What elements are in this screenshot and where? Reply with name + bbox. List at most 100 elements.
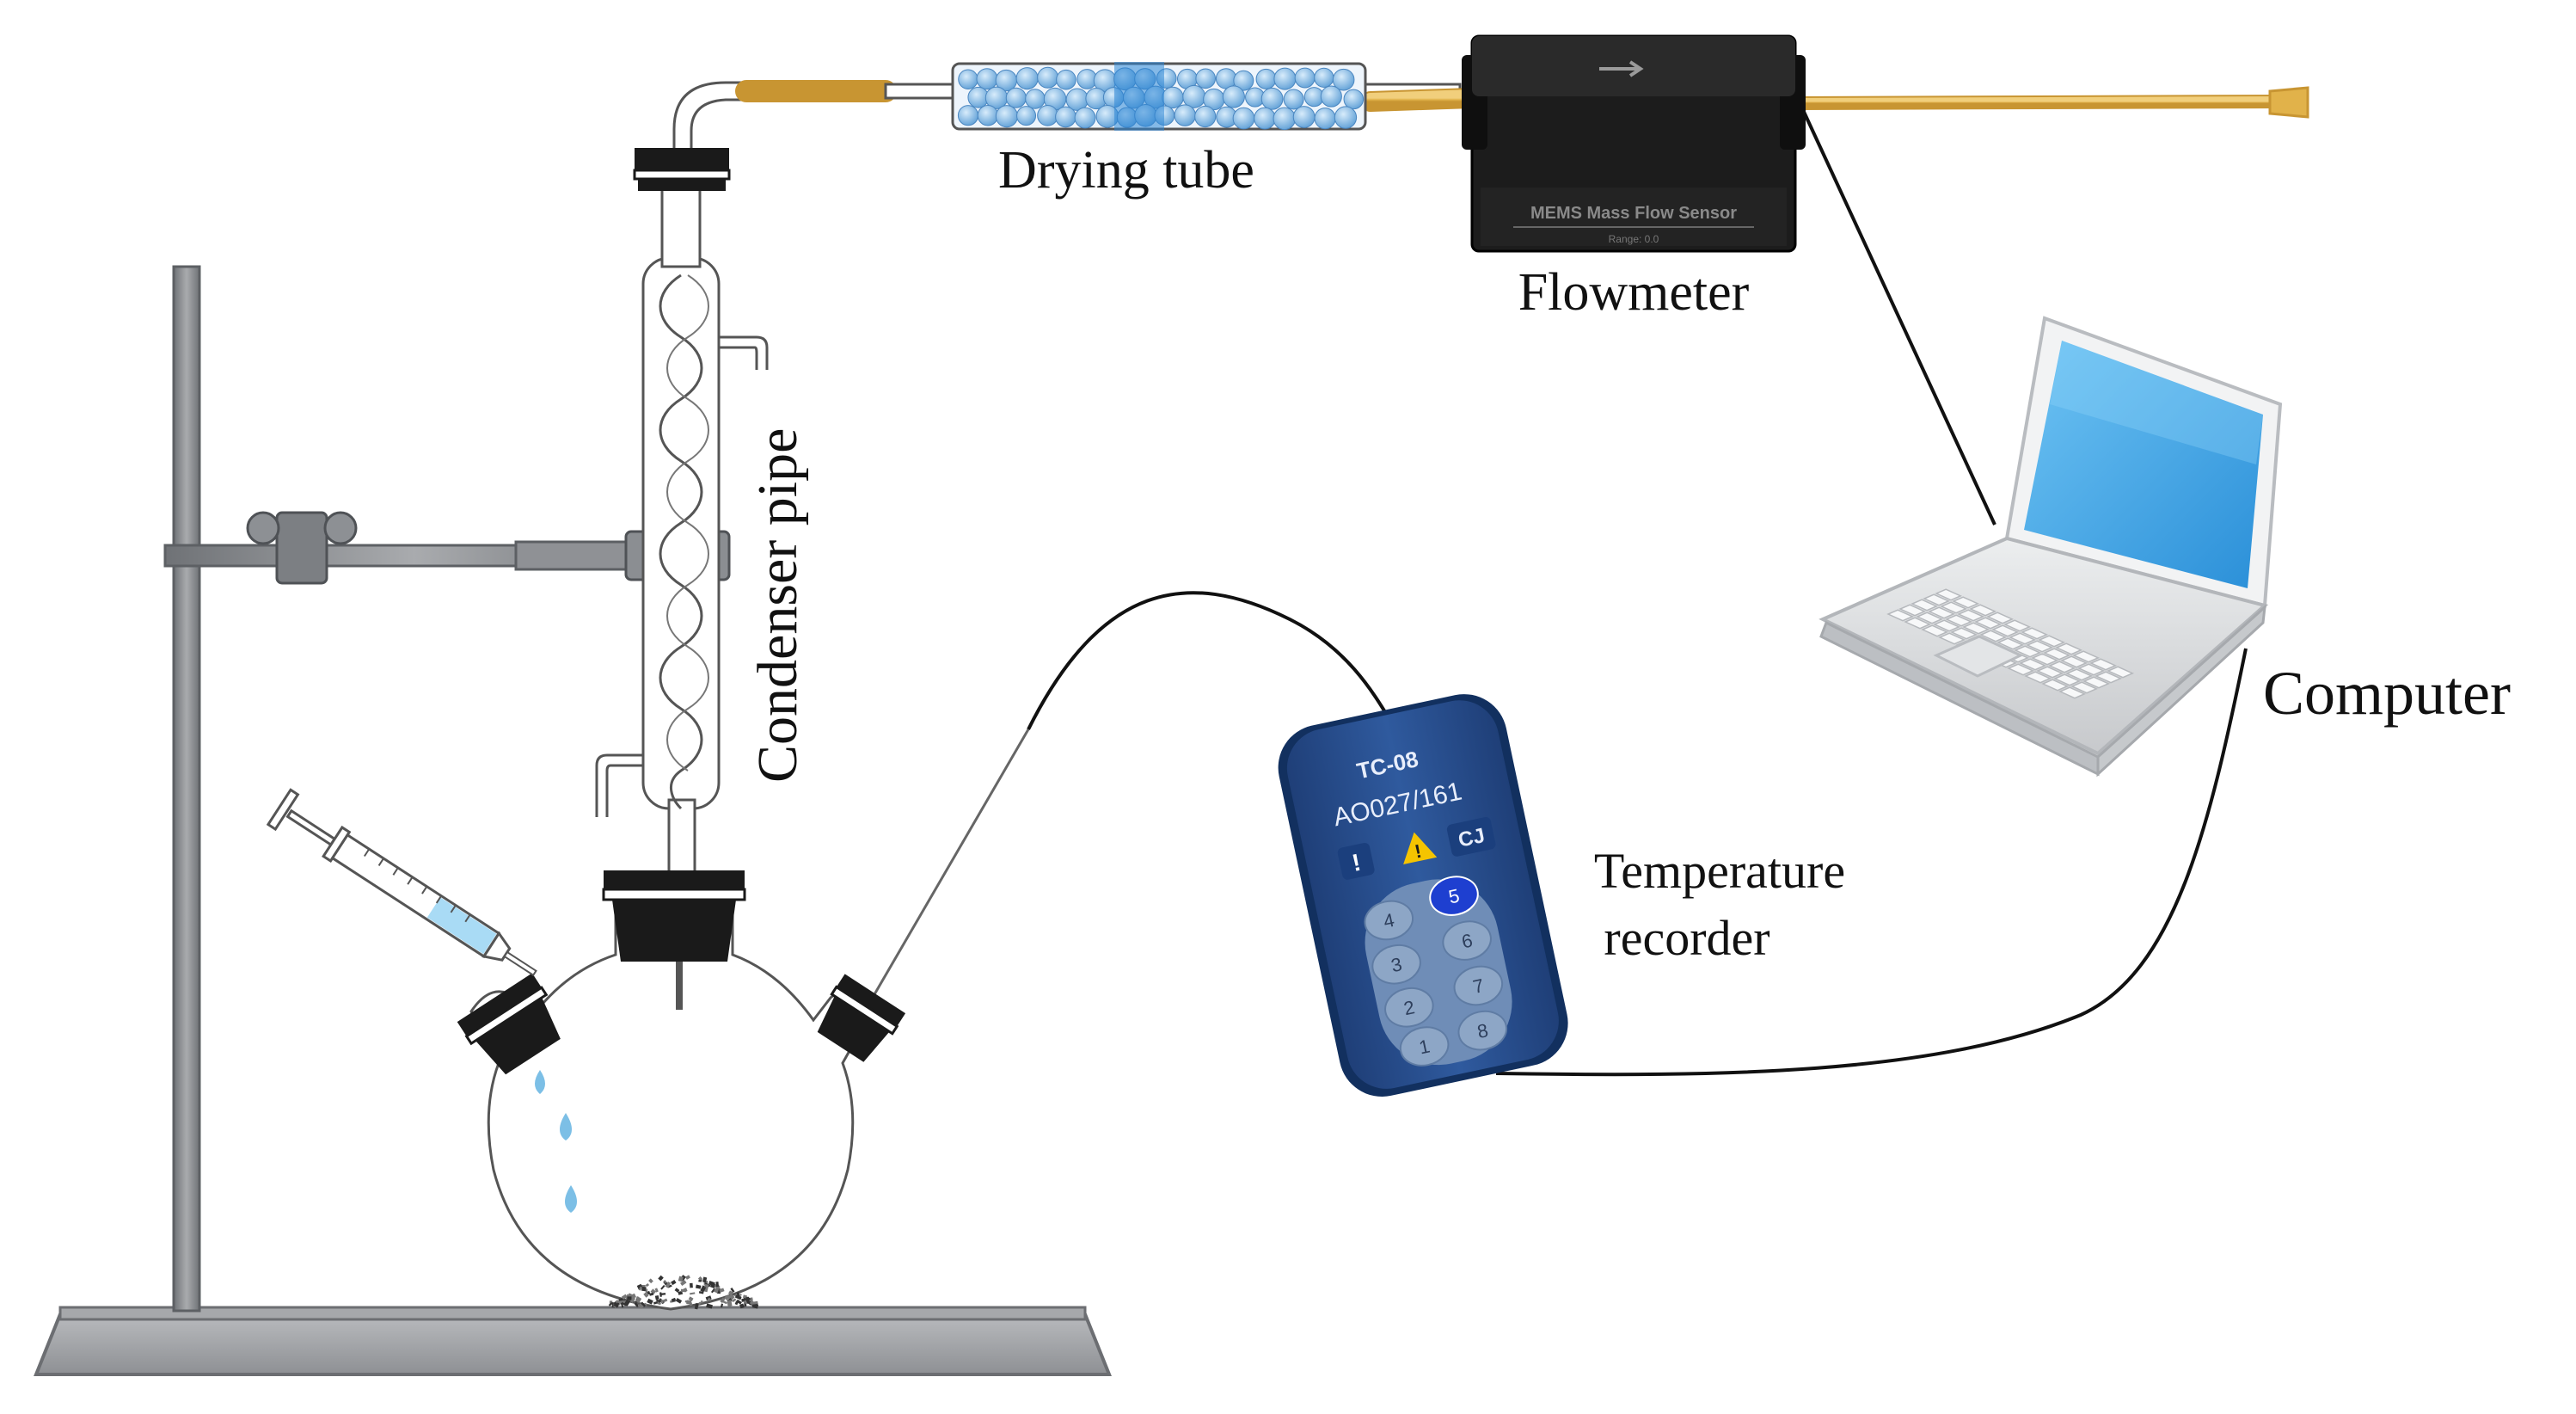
condenser-top-stopper: [633, 148, 731, 191]
keyboard-key: [1933, 619, 1961, 632]
powder-particle: [628, 1293, 635, 1297]
powder-particle: [635, 1296, 642, 1301]
keyboard-key: [2024, 671, 2052, 684]
powder-particle: [730, 1288, 735, 1293]
keyboard-key: [1945, 614, 1973, 627]
label-recorder-line2: recorder: [1604, 910, 1769, 966]
keyboard-key: [1979, 630, 2008, 642]
desiccant-bead: [1233, 70, 1254, 91]
powder-particle: [653, 1300, 659, 1305]
keyboard-key: [2077, 663, 2106, 676]
desiccant-bead: [1320, 85, 1342, 108]
powder-particle: [658, 1275, 664, 1282]
channel-key-label: 3: [1389, 953, 1404, 976]
flowmeter-to-computer-cable: [1802, 111, 1996, 526]
desiccant-bead: [1232, 107, 1255, 130]
powder-particle: [728, 1294, 735, 1300]
condenser-coil: [659, 274, 703, 810]
stand-base: [34, 1313, 1112, 1376]
desiccant-bead: [958, 69, 978, 89]
powder-particle: [706, 1303, 713, 1309]
powder-particle: [695, 1284, 702, 1289]
powder-particle: [736, 1292, 740, 1297]
powder-particle: [736, 1299, 742, 1305]
three-neck-flask: [457, 870, 906, 1311]
channel-key-2: [1384, 987, 1434, 1028]
keyboard-key: [1904, 617, 1932, 630]
keyboard-key: [2072, 650, 2101, 663]
powder-particle: [660, 1284, 665, 1290]
powder-particle: [638, 1286, 642, 1291]
desiccant-bead: [957, 105, 979, 126]
channel-key-7: [1453, 965, 1504, 1006]
desiccant-bead: [1314, 108, 1336, 130]
keyboard-key: [1991, 624, 2020, 637]
keyboard-key: [2060, 655, 2088, 668]
powder-particle: [655, 1299, 661, 1303]
desiccant-bead: [1056, 69, 1076, 90]
keyboard-key: [2043, 648, 2071, 661]
boss-head: [246, 511, 358, 585]
water-inlet: [595, 753, 643, 817]
drying-tube: [951, 62, 1367, 131]
keyboard-key: [2058, 686, 2087, 699]
desiccant-bead: [1015, 67, 1039, 90]
keyboard-key: [2070, 681, 2099, 694]
powder-particle: [637, 1303, 644, 1309]
keyboard-key: [2036, 666, 2064, 679]
desiccant-bead: [1025, 89, 1046, 109]
powder-particle: [698, 1280, 702, 1282]
powder-particle: [720, 1303, 724, 1308]
powder-particle: [707, 1297, 712, 1302]
powder-particle: [698, 1291, 704, 1294]
channel-key-5: [1429, 876, 1479, 916]
powder-particle: [665, 1282, 672, 1288]
powder-particle: [623, 1299, 631, 1306]
desiccant-bead: [1074, 107, 1096, 129]
keyboard-key: [1921, 624, 1949, 637]
recorder-to-computer-cable: [1495, 648, 2248, 1077]
channel-key-label: 4: [1382, 909, 1396, 932]
powder-particle: [752, 1300, 758, 1305]
powder-particle: [727, 1300, 733, 1306]
powder-particle: [645, 1288, 648, 1294]
powder-particle: [635, 1298, 641, 1304]
channel-key-4: [1364, 900, 1414, 941]
channel-key-6: [1442, 920, 1492, 961]
powder-particle: [649, 1292, 654, 1296]
keyboard-key: [2019, 658, 2047, 671]
channel-key-label: 1: [1417, 1036, 1432, 1059]
powder-particle: [694, 1302, 699, 1310]
desiccant-bead: [1195, 68, 1216, 89]
gas-tubing: [735, 80, 2309, 119]
powder-particle: [674, 1288, 680, 1293]
channel-key-label: 6: [1460, 930, 1475, 953]
desiccant-bead: [977, 105, 999, 126]
powder-particle: [667, 1284, 672, 1288]
powder-particle: [671, 1280, 677, 1286]
powder-particle: [634, 1302, 640, 1307]
laptop-screen: [2024, 341, 2263, 588]
label-recorder-line1: Temperature: [1594, 843, 1845, 899]
powder-particle: [654, 1294, 659, 1300]
powder-particle: [708, 1281, 715, 1287]
powder-particle: [627, 1296, 632, 1300]
stand-pole: [172, 265, 201, 1313]
keyboard-key: [2009, 632, 2037, 645]
powder-particle: [697, 1276, 702, 1282]
powder-particle: [663, 1280, 667, 1284]
powder-particle: [678, 1290, 684, 1295]
desiccant-bead: [1292, 106, 1316, 128]
desiccant-bead: [1037, 66, 1059, 89]
keyboard-key: [2065, 668, 2094, 681]
laptop-touchpad: [1933, 635, 2024, 678]
powder-particle: [702, 1276, 708, 1283]
powder-particle: [648, 1278, 653, 1284]
desiccant-bead: [1162, 86, 1184, 109]
keyboard-key: [2082, 676, 2111, 689]
desiccant-bead: [1254, 107, 1276, 130]
powder-particle: [608, 1301, 614, 1306]
keyboard-key: [2041, 679, 2070, 692]
